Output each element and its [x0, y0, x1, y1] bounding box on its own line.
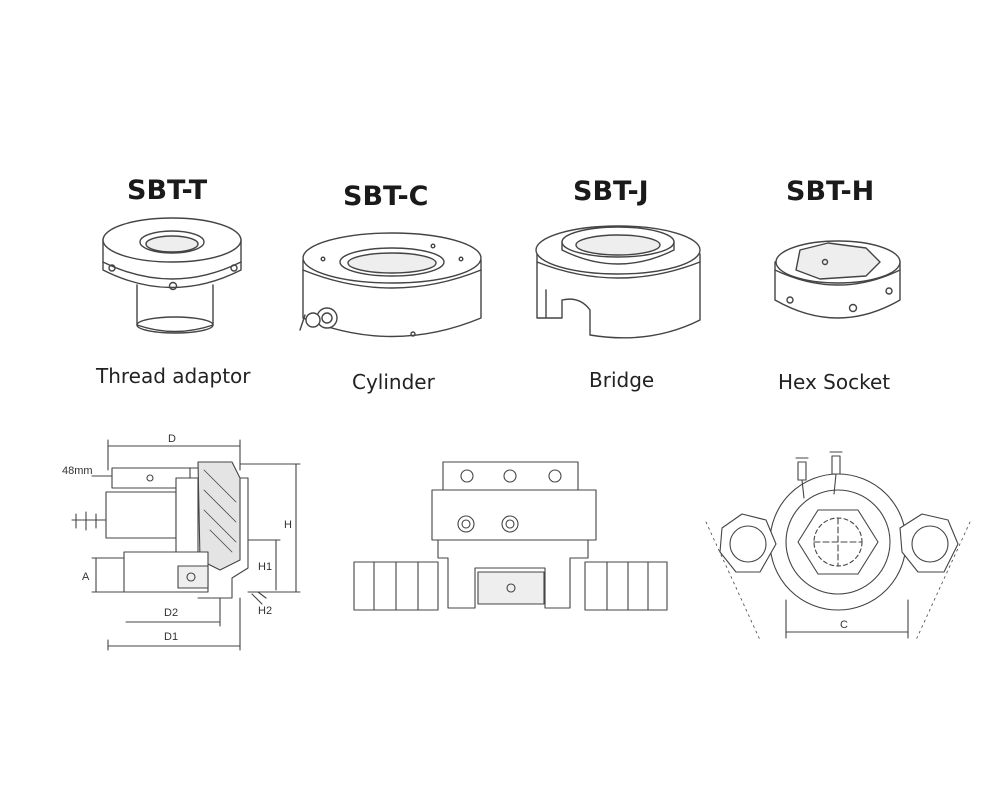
dim-h-label: H	[284, 519, 292, 531]
dim-d-label: D	[168, 433, 176, 445]
dim-d1-label: D1	[164, 631, 178, 643]
sbt-h-code: SBT-H	[786, 176, 875, 207]
dim-h2-label: H2	[258, 605, 272, 617]
thread-adaptor-section-drawing	[71, 439, 301, 651]
cylinder-caption: Cylinder	[352, 370, 435, 394]
bridge-caption: Bridge	[589, 368, 655, 392]
dim-d2-label: D2	[164, 607, 178, 619]
hex-socket-illustration	[774, 240, 901, 319]
sbt-t-code: SBT-T	[127, 175, 208, 206]
bridge-illustration	[535, 225, 701, 339]
dim-a-label: A	[82, 571, 90, 583]
dim-h1-label: H1	[258, 561, 272, 573]
dim-c-label: C	[840, 619, 848, 631]
cylinder-illustration	[299, 232, 482, 338]
dim-stroke-label: 48mm	[62, 465, 93, 477]
bridge-assembly-drawing	[353, 461, 668, 611]
hex-socket-caption: Hex Socket	[778, 370, 891, 394]
sbt-j-code: SBT-J	[573, 176, 649, 207]
thread-adaptor-illustration	[102, 217, 242, 334]
hex-socket-top-view-drawing	[705, 451, 971, 641]
sbt-c-code: SBT-C	[343, 181, 429, 212]
thread-adaptor-caption: Thread adaptor	[96, 364, 251, 388]
